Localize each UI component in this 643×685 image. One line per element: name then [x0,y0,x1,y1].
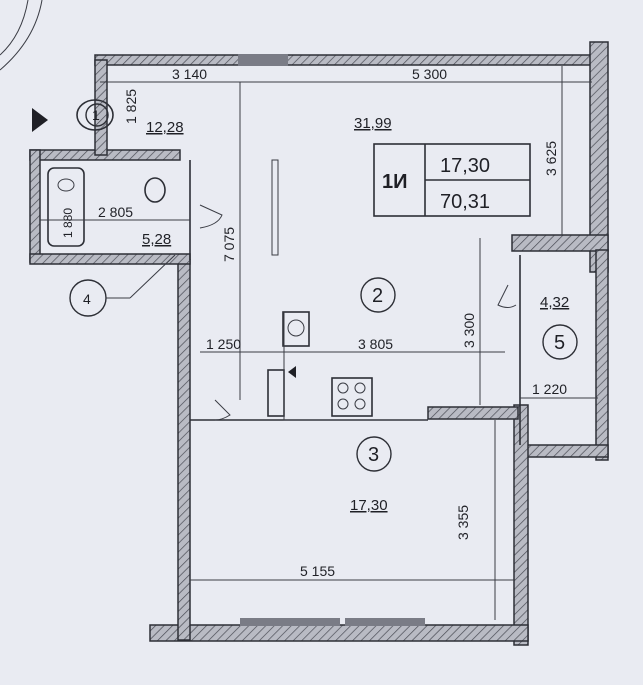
wall-left-lower [177,259,191,641]
room-number-3: 3 [368,444,379,466]
stove [331,377,373,417]
door-swing-room3 [214,399,231,421]
summary-type: 1И [382,171,408,193]
room-marker-2 [360,277,396,313]
burner [337,382,349,394]
wall-bottom [149,624,529,642]
kitchen-sink-bowl [287,319,305,337]
wall-kitchen-partition [427,406,519,420]
room-number-1: 1 [92,107,100,123]
dim-top-small: 1 825 [123,89,139,124]
dim-kitchen-width: 3 805 [358,336,393,352]
area-balcony: 4,32 [540,294,569,311]
wall-hall-upper [94,59,108,156]
compass-arc [0,0,43,71]
burner [337,398,349,410]
room-4-leader [129,254,176,299]
summary-living-area: 17,30 [440,155,490,177]
wall-bath-left [29,149,41,263]
door-swing-balcony [497,284,517,308]
dim-room3-height: 3 355 [455,505,471,540]
wall-right-lower [513,404,529,646]
meter-arrow-icon [288,366,296,378]
room-number-5: 5 [554,332,565,354]
dim-bath-width: 2 805 [98,204,133,220]
wardrobe-panel [271,159,279,256]
door-swing-bath [199,204,223,229]
wall-step [511,234,609,252]
compass-arc-inner [0,0,29,56]
summary-total-area: 70,31 [440,191,490,213]
bathtub-drain [57,178,75,192]
dim-top-left: 3 140 [172,66,207,82]
area-room3: 17,30 [350,497,388,514]
bathtub [47,167,85,247]
room-marker-1 [85,103,109,127]
dim-wall-height: 7 075 [221,227,237,262]
toilet [144,177,166,203]
dim-balcony-width: 1 220 [532,381,567,397]
kitchen-sink [282,311,310,347]
dim-kitchen-left: 1 250 [206,336,241,352]
wall-bath-bottom [29,253,191,265]
wall-balcony-right [595,249,609,461]
area-bath: 5,28 [142,231,171,248]
dim-room3-width: 5 155 [300,563,335,579]
window-top [238,54,288,66]
room-number-4: 4 [83,291,91,307]
wall-top [94,54,596,66]
wall-balcony-bottom [519,444,609,458]
window-bottom-right [345,618,425,626]
area-living: 31,99 [354,115,392,132]
room-number-2: 2 [372,285,383,307]
dim-right-top: 3 625 [543,141,559,176]
dim-kitchen-height: 3 300 [461,313,477,348]
burner [354,398,366,410]
burner [354,382,366,394]
entrance-arrow-icon [32,108,48,132]
window-bottom-left [240,618,340,626]
kitchen-counter [283,312,428,421]
room-marker-5 [542,324,578,360]
dim-bath-small: 1 880 [61,208,75,238]
hall-sink [76,99,114,131]
area-hall: 12,28 [146,119,184,136]
dim-top-right: 5 300 [412,66,447,82]
room-marker-3 [356,436,392,472]
